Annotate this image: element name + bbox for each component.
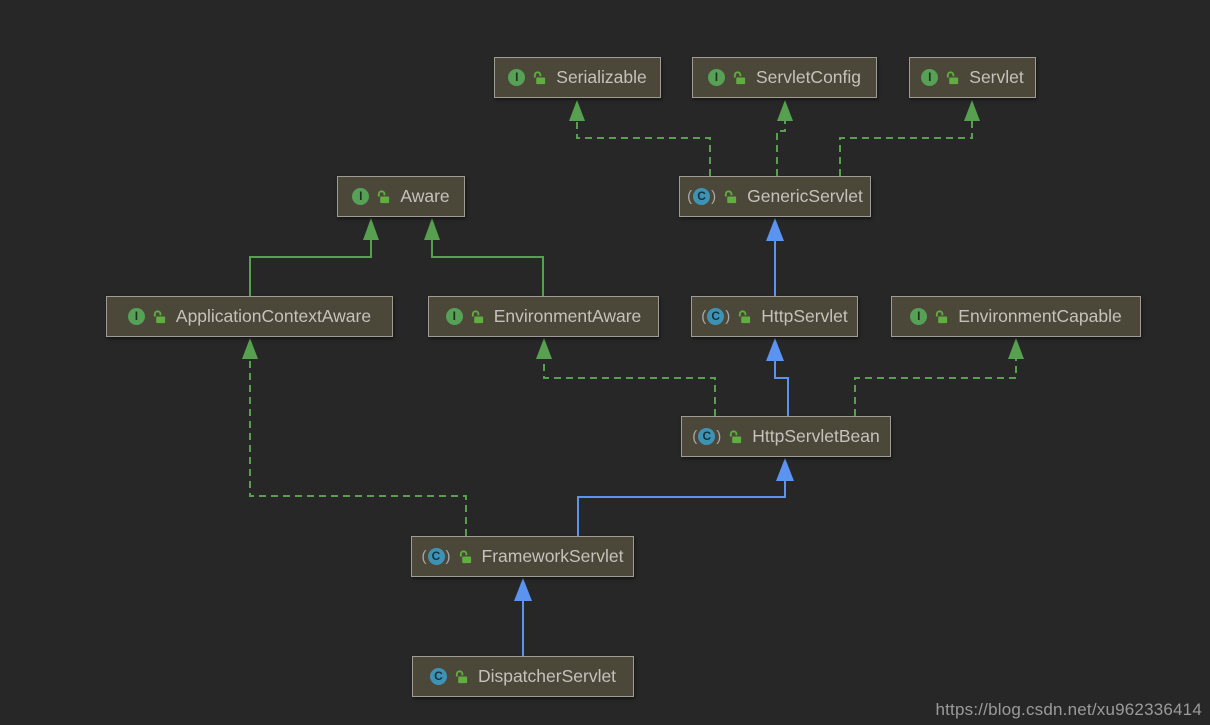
public-lock-icon (454, 669, 469, 684)
node-httpservletbean[interactable]: (C) HttpServletBean (681, 416, 891, 457)
node-label: Aware (400, 186, 450, 206)
public-lock-icon (934, 309, 949, 324)
edge-dispatcherservlet-extends-frameworkservlet (514, 578, 532, 656)
edge-httpservletbean-implements-environmentaware (536, 338, 716, 416)
node-label: GenericServlet (747, 186, 863, 206)
node-dispatcherservlet[interactable]: C DispatcherServlet (412, 656, 634, 697)
node-label: HttpServletBean (752, 426, 880, 446)
node-genericservlet[interactable]: (C) GenericServlet (679, 176, 871, 217)
public-lock-icon (737, 309, 752, 324)
public-lock-icon (732, 70, 747, 85)
edge-genericservlet-implements-servlet (839, 100, 980, 176)
node-environmentcapable[interactable]: I EnvironmentCapable (891, 296, 1141, 337)
public-lock-icon (376, 189, 391, 204)
node-applicationcontextaware[interactable]: I ApplicationContextAware (106, 296, 393, 337)
node-servlet[interactable]: I Servlet (909, 57, 1036, 98)
abstract-class-icon: (C) (421, 548, 451, 565)
node-label: ServletConfig (755, 67, 862, 87)
node-label: FrameworkServlet (481, 546, 624, 566)
abstract-class-icon: (C) (701, 308, 731, 325)
public-lock-icon (458, 549, 473, 564)
edge-frameworkservlet-implements-applicationcontextaware (242, 338, 467, 536)
interface-icon: I (445, 308, 463, 325)
node-label: ApplicationContextAware (175, 306, 372, 326)
edge-httpservletbean-extends-httpservlet (766, 338, 789, 416)
public-lock-icon (470, 309, 485, 324)
interface-icon: I (707, 69, 725, 86)
interface-icon: I (921, 69, 939, 86)
class-icon: C (429, 668, 447, 685)
edge-applicationcontextaware-extends-aware (249, 218, 379, 296)
node-frameworkservlet[interactable]: (C) FrameworkServlet (411, 536, 634, 577)
edge-environmentaware-extends-aware (424, 218, 544, 296)
interface-icon: I (508, 69, 526, 86)
node-servletconfig[interactable]: I ServletConfig (692, 57, 877, 98)
abstract-class-icon: (C) (687, 188, 717, 205)
node-label: EnvironmentCapable (958, 306, 1122, 326)
interface-icon: I (352, 188, 370, 205)
node-serializable[interactable]: I Serializable (494, 57, 661, 98)
node-label: EnvironmentAware (493, 306, 642, 326)
edge-genericservlet-implements-serializable (569, 100, 711, 176)
public-lock-icon (728, 429, 743, 444)
edge-httpservletbean-implements-environmentcapable (854, 338, 1024, 416)
node-label: HttpServlet (761, 306, 848, 326)
node-label: DispatcherServlet (477, 666, 617, 686)
node-environmentaware[interactable]: I EnvironmentAware (428, 296, 659, 337)
watermark: https://blog.csdn.net/xu962336414 (935, 700, 1202, 719)
public-lock-icon (152, 309, 167, 324)
interface-icon: I (910, 308, 928, 325)
interface-icon: I (127, 308, 145, 325)
edge-genericservlet-implements-servletconfig (776, 100, 793, 176)
public-lock-icon (723, 189, 738, 204)
node-httpservlet[interactable]: (C) HttpServlet (691, 296, 858, 337)
node-aware[interactable]: I Aware (337, 176, 465, 217)
abstract-class-icon: (C) (692, 428, 722, 445)
edge-frameworkservlet-extends-httpservletbean (577, 458, 794, 536)
edge-httpservlet-extends-genericservlet (766, 218, 784, 296)
public-lock-icon (945, 70, 960, 85)
public-lock-icon (532, 70, 547, 85)
node-label: Servlet (969, 67, 1024, 87)
node-label: Serializable (556, 67, 647, 87)
